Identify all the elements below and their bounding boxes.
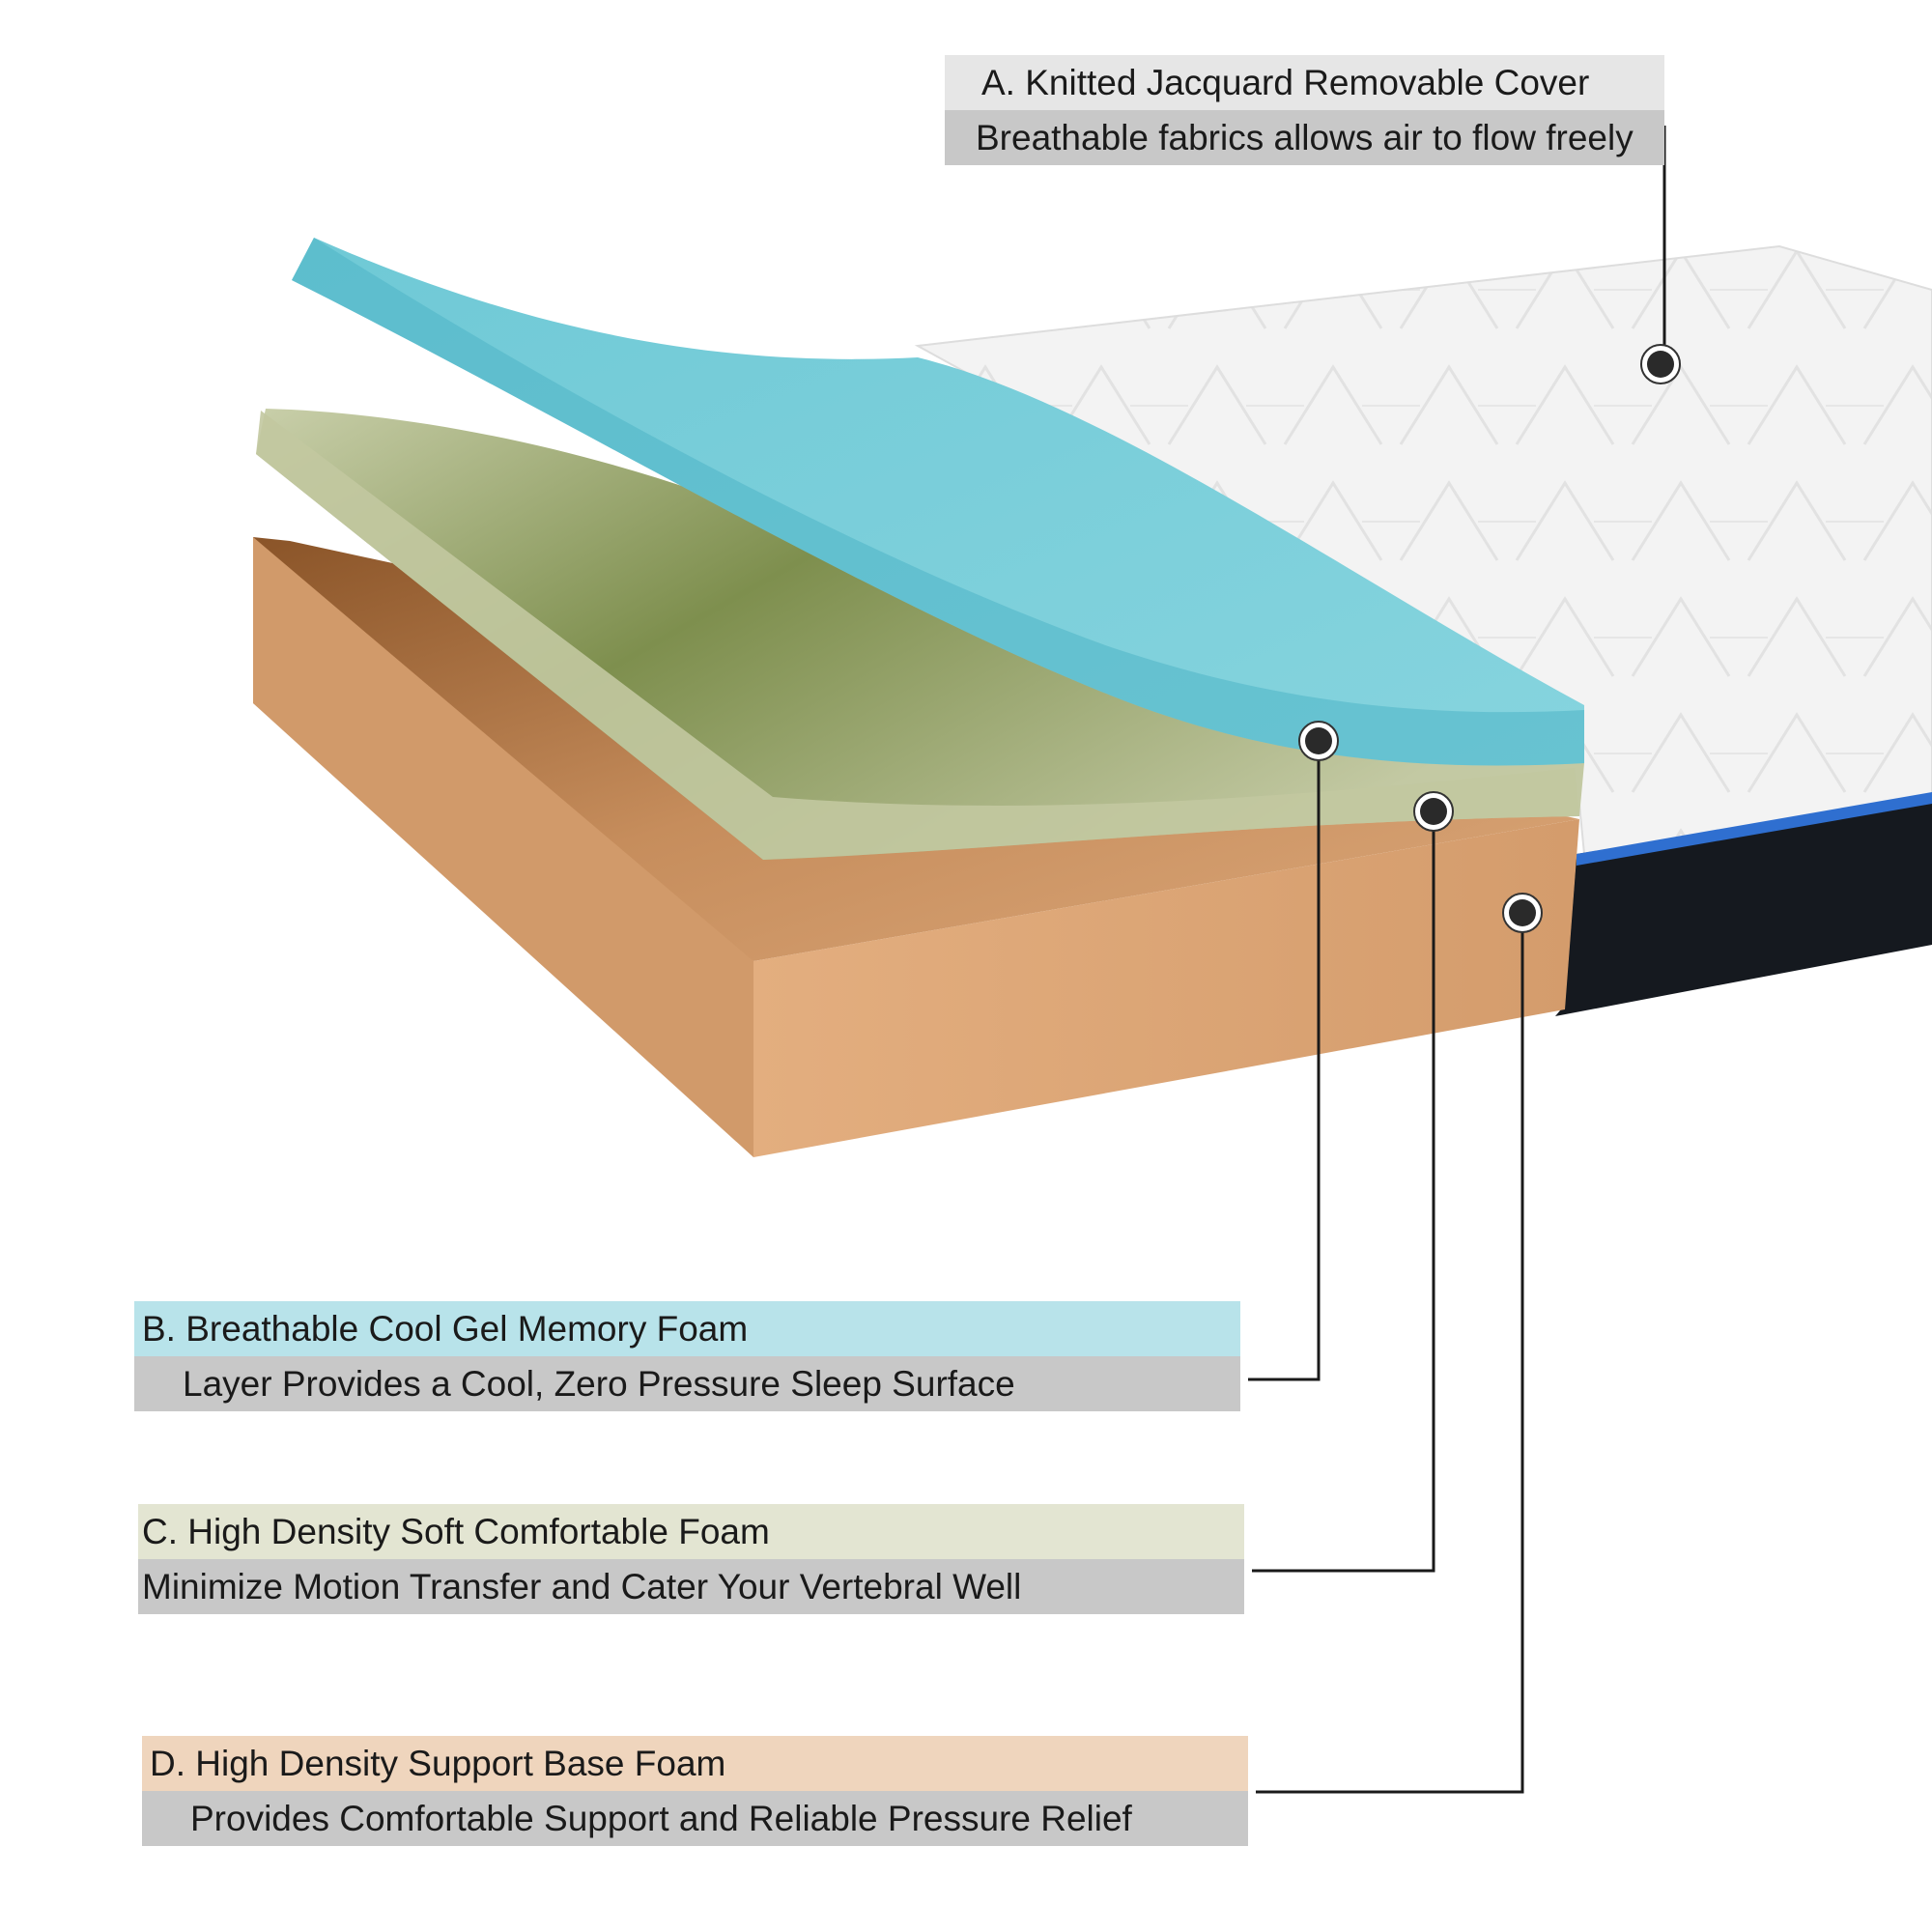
base-foam-left (253, 537, 753, 1157)
leader-lines (1248, 126, 1666, 1794)
comfort-foam-top (256, 409, 1584, 860)
label-gel-foam-title: B. Breathable Cool Gel Memory Foam (134, 1301, 1240, 1356)
label-cover-title: A. Knitted Jacquard Removable Cover (945, 55, 1664, 110)
leader-line-c (1252, 811, 1435, 1573)
label-gel-foam-desc: Layer Provides a Cool, Zero Pressure Sle… (134, 1356, 1240, 1411)
label-gel-foam: B. Breathable Cool Gel Memory Foam Layer… (134, 1301, 1240, 1411)
label-base-foam-title: D. High Density Support Base Foam (142, 1736, 1248, 1791)
label-comfort-foam-title: C. High Density Soft Comfortable Foam (138, 1504, 1244, 1559)
leader-line-b (1248, 741, 1321, 1381)
gel-foam-edge (292, 238, 1584, 766)
base-foam-front (753, 819, 1579, 1157)
cover-blue-band (1577, 792, 1932, 866)
gel-foam-layer (292, 238, 1584, 766)
marker-a (1640, 344, 1681, 384)
label-comfort-foam-desc: Minimize Motion Transfer and Cater Your … (138, 1559, 1244, 1614)
label-cover-desc: Breathable fabrics allows air to flow fr… (945, 110, 1664, 165)
marker-d (1502, 893, 1543, 933)
label-cover: A. Knitted Jacquard Removable Cover Brea… (945, 55, 1664, 165)
leader-line-d (1256, 913, 1524, 1794)
marker-b (1298, 721, 1339, 761)
marker-c (1413, 791, 1454, 832)
label-base-foam: D. High Density Support Base Foam Provid… (142, 1736, 1248, 1846)
cover-layer (914, 244, 1932, 1016)
gel-foam-top (292, 238, 1584, 766)
label-base-foam-desc: Provides Comfortable Support and Reliabl… (142, 1791, 1248, 1846)
label-comfort-foam: C. High Density Soft Comfortable Foam Mi… (138, 1504, 1244, 1614)
markers (1298, 344, 1681, 933)
